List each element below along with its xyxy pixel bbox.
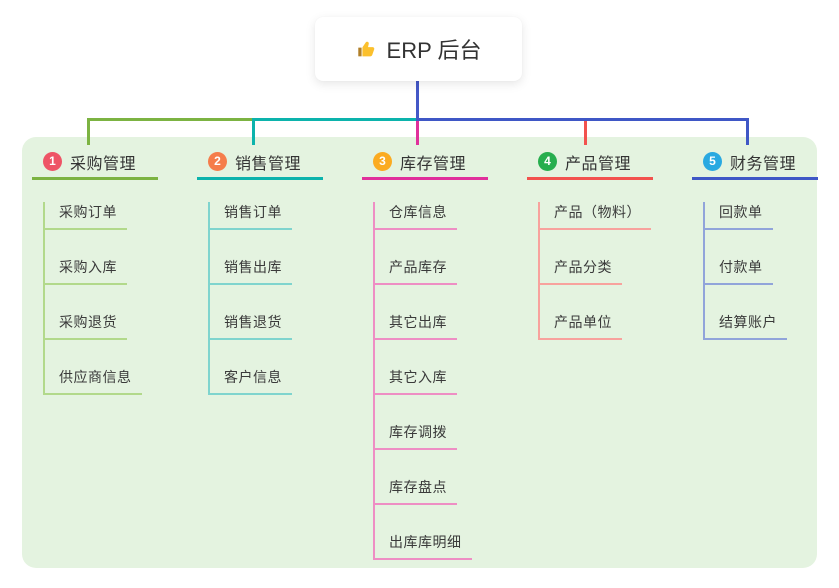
child-topic[interactable]: 客户信息 (210, 367, 292, 395)
child-topic[interactable]: 结算账户 (705, 312, 787, 340)
branch-column-3: 3 库存管理 仓库信息产品库存其它出库其它入库库存调拨库存盘点出库库明细 (362, 150, 522, 560)
child-topic[interactable]: 付款单 (705, 257, 773, 285)
child-topic[interactable]: 产品库存 (375, 257, 457, 285)
connector-branch2-drop (252, 118, 255, 145)
branch-number-badge: 5 (703, 152, 722, 171)
branch-column-2: 2 销售管理 销售订单销售出库销售退货客户信息 (197, 150, 357, 395)
thumbs-up-icon (356, 38, 378, 60)
branch-topic[interactable]: 1 采购管理 (32, 150, 158, 180)
branch-column-5: 5 财务管理 回款单付款单结算账户 (692, 150, 839, 340)
branch-title: 采购管理 (70, 155, 137, 173)
child-topic[interactable]: 供应商信息 (45, 367, 142, 395)
branch-number-badge: 3 (373, 152, 392, 171)
branch-title: 产品管理 (565, 155, 632, 173)
child-topic[interactable]: 回款单 (705, 202, 773, 230)
child-topic[interactable]: 销售订单 (210, 202, 292, 230)
connector-branch5-drop (746, 118, 749, 145)
child-topic[interactable]: 库存盘点 (375, 477, 457, 505)
child-topic[interactable]: 库存调拨 (375, 422, 457, 450)
child-topic[interactable]: 产品单位 (540, 312, 622, 340)
branch-topic[interactable]: 5 财务管理 (692, 150, 818, 180)
child-topic[interactable]: 出库库明细 (375, 532, 472, 560)
child-topic[interactable]: 销售出库 (210, 257, 292, 285)
branch-children: 采购订单采购入库采购退货供应商信息 (43, 202, 142, 395)
connector-branch4-drop (584, 118, 587, 145)
root-node[interactable]: ERP 后台 (315, 17, 522, 81)
child-topic[interactable]: 采购订单 (45, 202, 127, 230)
child-topic[interactable]: 采购退货 (45, 312, 127, 340)
mindmap-panel (22, 137, 817, 568)
root-node-label: ERP 后台 (386, 38, 482, 63)
branch-title: 销售管理 (235, 155, 302, 173)
child-topic[interactable]: 其它出库 (375, 312, 457, 340)
branch-topic[interactable]: 2 销售管理 (197, 150, 323, 180)
branch-column-4: 4 产品管理 产品（物料） 产品分类产品单位 (527, 150, 687, 340)
connector-branch3-drop (416, 118, 419, 145)
branch-children: 仓库信息产品库存其它出库其它入库库存调拨库存盘点出库库明细 (373, 202, 472, 560)
child-topic[interactable]: 销售退货 (210, 312, 292, 340)
child-topic[interactable]: 其它入库 (375, 367, 457, 395)
child-topic[interactable]: 产品（物料） (540, 202, 651, 230)
branch-topic[interactable]: 3 库存管理 (362, 150, 488, 180)
child-topic[interactable]: 采购入库 (45, 257, 127, 285)
branch-children: 回款单付款单结算账户 (703, 202, 787, 340)
connector-branch1-drop (87, 118, 90, 145)
branch-number-badge: 2 (208, 152, 227, 171)
connector-root-vertical (416, 81, 419, 119)
connector-branch1-horizontal (87, 118, 255, 121)
branch-title: 财务管理 (730, 155, 797, 173)
branch-topic[interactable]: 4 产品管理 (527, 150, 653, 180)
child-topic[interactable]: 仓库信息 (375, 202, 457, 230)
connector-branch2-horizontal (252, 118, 419, 121)
child-topic[interactable]: 产品分类 (540, 257, 622, 285)
branch-column-1: 1 采购管理 采购订单采购入库采购退货供应商信息 (32, 150, 192, 395)
branch-number-badge: 4 (538, 152, 557, 171)
connector-branch5-horizontal (416, 118, 749, 121)
branch-children: 销售订单销售出库销售退货客户信息 (208, 202, 292, 395)
branch-children: 产品（物料） 产品分类产品单位 (538, 202, 651, 340)
branch-number-badge: 1 (43, 152, 62, 171)
branch-title: 库存管理 (400, 155, 467, 173)
